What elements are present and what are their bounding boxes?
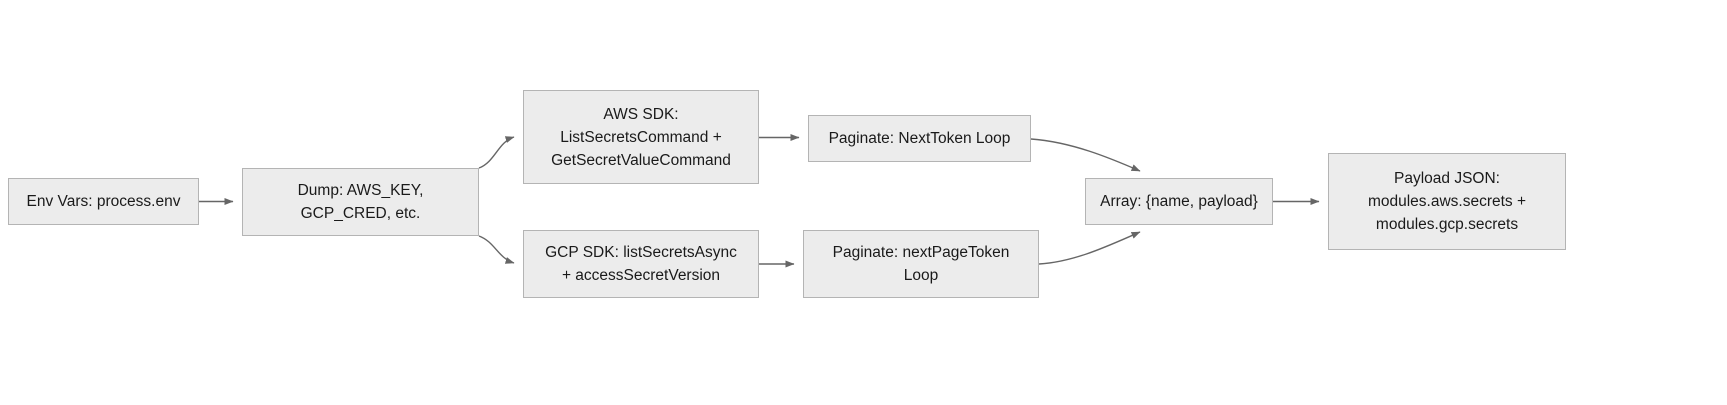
node-payload-json[interactable]: Payload JSON: modules.aws.secrets + modu… — [1328, 153, 1566, 250]
node-paginate-nextpagetoken-label: Paginate: nextPageToken Loop — [832, 244, 1010, 284]
node-dump-credentials[interactable]: Dump: AWS_KEY, GCP_CRED, etc. — [242, 168, 479, 236]
node-env-vars[interactable]: Env Vars: process.env — [8, 178, 199, 225]
node-gcp-sdk[interactable]: GCP SDK: listSecretsAsync + accessSecret… — [523, 230, 759, 298]
node-paginate-nexttoken[interactable]: Paginate: NextToken Loop — [808, 115, 1031, 162]
edge-dump-to-gcp — [478, 235, 515, 264]
node-aws-sdk[interactable]: AWS SDK: ListSecretsCommand + GetSecretV… — [523, 90, 759, 184]
edge-awspaginate-to-array — [1030, 138, 1141, 172]
node-aws-sdk-label: AWS SDK: ListSecretsCommand + GetSecretV… — [551, 105, 731, 169]
node-paginate-nexttoken-label: Paginate: NextToken Loop — [828, 130, 1011, 147]
node-paginate-nextpagetoken[interactable]: Paginate: nextPageToken Loop — [803, 230, 1039, 298]
edge-gcppaginate-to-array — [1038, 231, 1141, 265]
node-array-result-label: Array: {name, payload} — [1100, 193, 1258, 210]
node-dump-credentials-label: Dump: AWS_KEY, GCP_CRED, etc. — [297, 182, 424, 222]
edge-dump-to-aws — [478, 136, 515, 169]
node-gcp-sdk-label: GCP SDK: listSecretsAsync + accessSecret… — [545, 244, 737, 284]
node-array-result[interactable]: Array: {name, payload} — [1085, 178, 1273, 225]
node-env-vars-label: Env Vars: process.env — [26, 193, 181, 210]
node-payload-json-label: Payload JSON: modules.aws.secrets + modu… — [1367, 170, 1527, 233]
